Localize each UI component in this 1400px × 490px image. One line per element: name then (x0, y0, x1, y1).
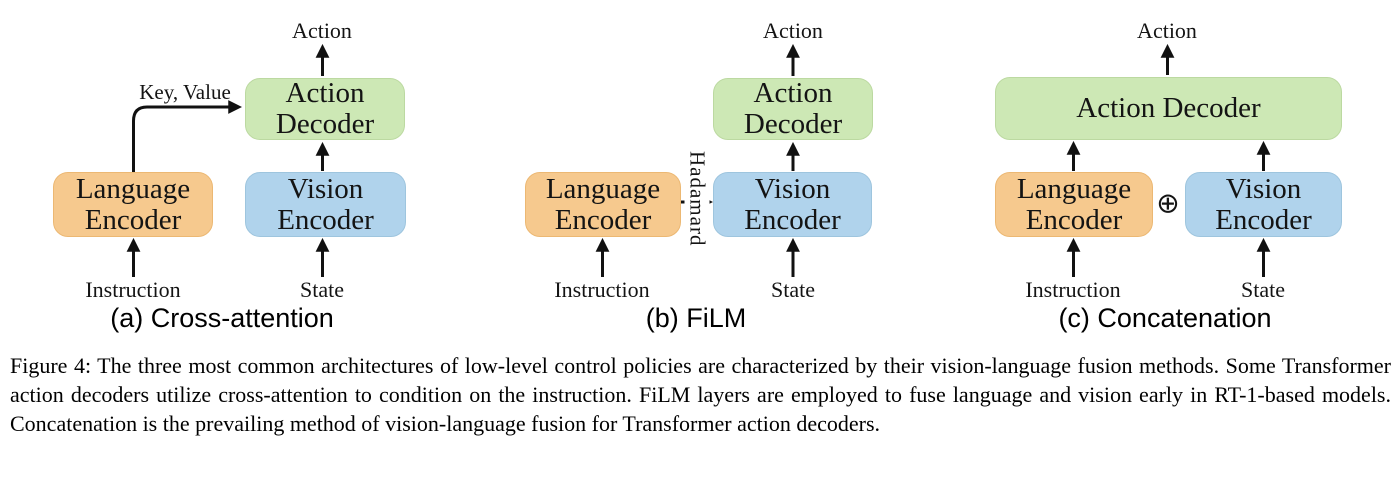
panel-caption-cross-attention: (a) Cross-attention (110, 303, 334, 333)
state-input-label: State (771, 277, 815, 302)
panel-caption-concatenation: (c) Concatenation (1058, 303, 1272, 333)
state-input-label: State (300, 277, 344, 302)
instruction-input-label: Instruction (554, 277, 650, 302)
action-decoder-box: Action Decoder (713, 78, 873, 140)
arrow-key-value-elbow-a (132, 100, 243, 172)
instruction-input-label: Instruction (85, 277, 181, 302)
diagram-arrows (126, 43, 1271, 277)
language-encoder-box: Language Encoder (995, 172, 1153, 237)
circled-plus-symbol: ⊕ (1156, 186, 1180, 220)
panel-caption-film: (b) FiLM (645, 303, 747, 333)
vision-encoder-box: Vision Encoder (713, 172, 872, 237)
action-output-label: Action (292, 18, 352, 43)
vision-encoder-box: Vision Encoder (1185, 172, 1342, 237)
instruction-input-label: Instruction (1025, 277, 1121, 302)
action-output-label: Action (763, 18, 823, 43)
action-decoder-box: Action Decoder (245, 78, 405, 140)
key-value-edge-label: Key, Value (139, 80, 231, 104)
action-output-label: Action (1137, 18, 1197, 43)
action-decoder-box: Action Decoder (995, 77, 1342, 140)
state-input-label: State (1241, 277, 1285, 302)
vision-encoder-box: Vision Encoder (245, 172, 406, 237)
figure-caption: Figure 4: The three most common architec… (10, 353, 1391, 436)
hadamard-edge-label: Hadamard (684, 149, 710, 249)
language-encoder-box: Language Encoder (53, 172, 213, 237)
language-encoder-box: Language Encoder (525, 172, 681, 237)
